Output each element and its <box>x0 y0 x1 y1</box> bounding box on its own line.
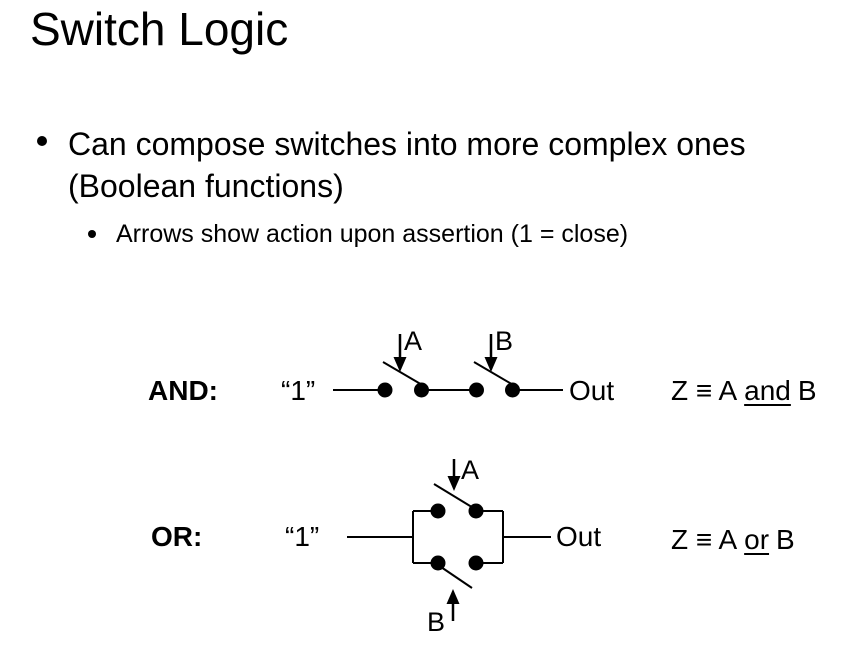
or-switch-a-lever <box>433 483 476 510</box>
bullet-sub: Arrows show action upon assertion (1 = c… <box>116 220 629 248</box>
or-input-label: “1” <box>285 521 320 552</box>
and-switch-a-label: A <box>404 326 423 356</box>
contact-dot <box>430 503 446 519</box>
or-equation-keyword: or <box>744 524 770 555</box>
arrowhead-up-icon <box>446 589 460 604</box>
arrowhead-down-icon <box>393 357 407 372</box>
and-output-label: Out <box>569 375 615 406</box>
or-circuit-diagram <box>347 459 551 621</box>
or-equation-suffix: B <box>776 524 795 555</box>
and-equation-keyword: and <box>744 375 791 406</box>
contact-dot <box>377 382 393 398</box>
contact-dot <box>505 382 520 398</box>
or-switch-b-lever <box>440 566 473 589</box>
arrowhead-down-icon <box>484 357 498 372</box>
and-switch-b-lever <box>473 361 516 387</box>
and-input-label: “1” <box>281 375 316 406</box>
and-equation-suffix: B <box>797 375 817 406</box>
and-circuit-diagram <box>333 334 563 398</box>
bullet-icon <box>37 136 47 146</box>
contact-dot <box>469 382 484 398</box>
or-switch-b-label: B <box>427 607 446 637</box>
and-equation-prefix: Z ≡ A <box>671 375 738 406</box>
and-row-label: AND: <box>148 375 218 406</box>
or-row-label: OR: <box>151 521 203 552</box>
bullet-main-line2: (Boolean functions) <box>68 168 344 204</box>
or-switch-a-label: A <box>461 455 480 485</box>
bullet-main: Can compose switches into more complex o… <box>68 123 746 207</box>
bullet-main-line1: Can compose switches into more complex o… <box>68 126 746 162</box>
bullet-icon <box>88 230 96 238</box>
contact-dot <box>414 382 429 398</box>
contact-dot <box>468 555 484 571</box>
contact-dot <box>468 503 484 519</box>
and-switch-b-label: B <box>495 326 514 356</box>
slide-title: Switch Logic <box>30 3 289 55</box>
arrowhead-down-icon <box>447 476 461 491</box>
or-equation-prefix: Z ≡ A <box>671 524 738 555</box>
contact-dot <box>430 555 446 571</box>
and-switch-a-lever <box>382 361 425 387</box>
or-output-label: Out <box>556 521 602 552</box>
